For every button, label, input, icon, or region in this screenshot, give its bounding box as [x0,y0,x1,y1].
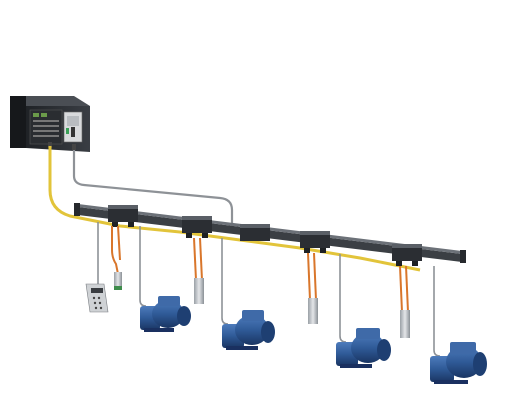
sensor-cables [111,225,409,313]
sensor-icon [114,272,122,290]
distribution-box [300,231,330,253]
motor-icon [430,342,487,384]
motor-drop-cables [97,222,441,357]
motor-icon [336,328,391,368]
yellow-bus-cable [48,146,421,272]
distribution-box [240,224,270,241]
motor-icon [140,296,191,332]
grey-power-cable [72,150,234,228]
control-cabinet-icon [10,96,90,152]
distribution-box [392,244,422,266]
handheld-terminal-icon [85,280,109,313]
distribution-box [182,216,212,238]
motor-icon [222,310,275,350]
distribution-box [108,205,138,227]
sensor-icon [308,298,318,324]
sensor-icon [400,310,410,338]
sensor-icon [194,278,204,304]
